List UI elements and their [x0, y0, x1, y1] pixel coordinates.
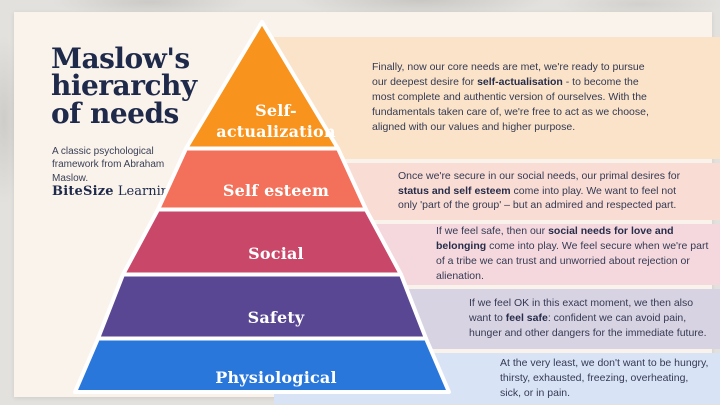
brand-logo: BiteSize Learning: [52, 184, 177, 199]
level-label-social: Social: [248, 243, 304, 263]
brand-logo-bold: BiteSize: [52, 184, 114, 199]
description-text: Once we're secure in our social needs, o…: [398, 169, 681, 212]
level-label-safety: Safety: [247, 308, 305, 328]
level-label-self-actualization: Self- actualization: [186, 96, 366, 148]
level-label-self-esteem: Self esteem: [222, 180, 330, 200]
title-line-2: hierarchy: [51, 69, 197, 103]
description-text: At the very least, we don't want to be h…: [500, 356, 709, 399]
level-description-safety: If we feel OK in this exact moment, we t…: [469, 289, 709, 349]
title-line-1: Maslow's: [51, 42, 190, 75]
level-description-social: If we feel safe, then our social needs f…: [436, 224, 716, 285]
page-title: Maslow's hierarchy of needs: [51, 42, 241, 130]
subtitle: A classic psychological framework from A…: [52, 146, 165, 184]
title-line-3: of needs: [51, 96, 179, 130]
description-text: If we feel OK in this exact moment, we t…: [469, 297, 707, 339]
label-line: actualization: [216, 122, 336, 141]
infographic-card: Maslow's hierarchy of needs A classic ps…: [14, 12, 720, 404]
brand-logo-regular: Learning: [113, 184, 178, 199]
level-label-physiological: Physiological: [215, 367, 337, 387]
label-line: Self-: [255, 101, 297, 121]
level-description-self-actualization: Finally, now our core needs are met, we'…: [372, 37, 662, 159]
level-description-self-esteem: Once we're secure in our social needs, o…: [398, 163, 686, 220]
level-description-physiological: At the very least, we don't want to be h…: [500, 353, 712, 405]
description-text: Finally, now our core needs are met, we'…: [372, 61, 649, 133]
description-text: If we feel safe, then our social needs f…: [436, 225, 709, 282]
band-self-actualization: [274, 36, 720, 159]
